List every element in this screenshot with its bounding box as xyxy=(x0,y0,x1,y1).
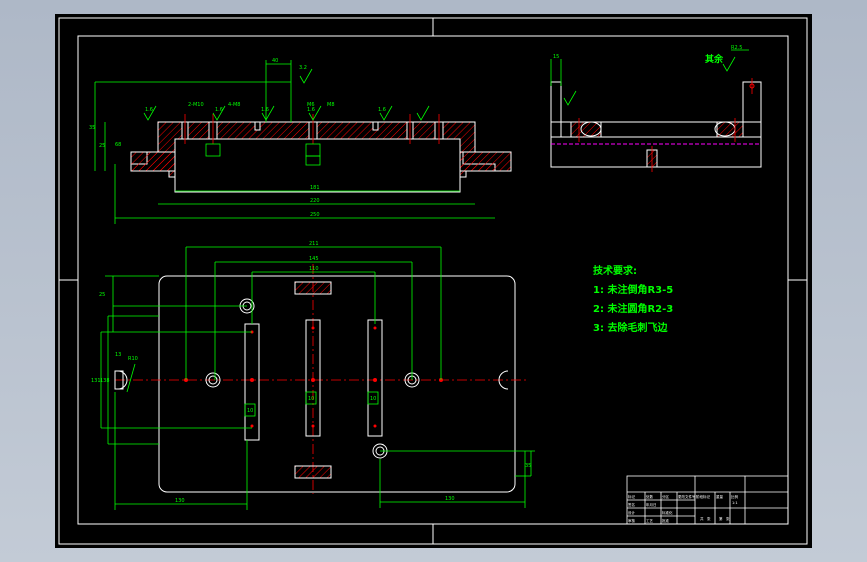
svg-text:1.6: 1.6 xyxy=(145,107,153,113)
cad-drawing: 40 3.2 1.6 1.6 1.6 1.6 1.6 181 220 250 2… xyxy=(58,17,808,545)
svg-text:张: 张 xyxy=(726,516,730,521)
side-view: 15 R2.5 其余 xyxy=(550,45,762,172)
svg-text:R10: R10 xyxy=(128,356,138,362)
svg-text:35: 35 xyxy=(89,125,95,131)
svg-text:181: 181 xyxy=(310,185,320,191)
svg-text:35: 35 xyxy=(525,463,531,469)
svg-text:130: 130 xyxy=(445,496,455,502)
plan-view: 211 145 110 25 13 R10 131 138 10 10 10 3… xyxy=(91,241,535,510)
title-block xyxy=(626,475,789,525)
svg-text:比例: 比例 xyxy=(731,494,739,499)
svg-text:250: 250 xyxy=(310,212,320,218)
svg-text:M8: M8 xyxy=(327,102,335,108)
svg-text:40: 40 xyxy=(272,58,278,64)
svg-text:15: 15 xyxy=(553,54,559,60)
svg-text:年月日: 年月日 xyxy=(646,502,657,507)
technical-requirements: 技术要求: 1: 未注倒角R3-5 2: 未注圆角R2-3 3: 去除毛刺飞边 xyxy=(593,262,673,338)
svg-text:110: 110 xyxy=(309,266,319,272)
svg-text:1.6: 1.6 xyxy=(215,107,223,113)
drawing-viewport[interactable]: 40 3.2 1.6 1.6 1.6 1.6 1.6 181 220 250 2… xyxy=(55,14,812,548)
sheet-outer-border xyxy=(58,17,808,545)
svg-text:3.2: 3.2 xyxy=(299,65,307,71)
svg-text:阶段标记: 阶段标记 xyxy=(696,494,710,499)
svg-text:145: 145 xyxy=(309,256,319,262)
svg-text:131: 131 xyxy=(91,378,101,384)
svg-text:10: 10 xyxy=(247,408,253,414)
svg-text:标准化: 标准化 xyxy=(662,510,673,515)
zone-ticks xyxy=(59,18,807,544)
front-section-view: 40 3.2 1.6 1.6 1.6 1.6 1.6 181 220 250 2… xyxy=(89,58,512,224)
svg-text:4-M8: 4-M8 xyxy=(228,102,240,108)
svg-text:共: 共 xyxy=(700,516,704,521)
svg-text:分区: 分区 xyxy=(662,494,670,499)
svg-text:130: 130 xyxy=(175,498,185,504)
svg-text:1.6: 1.6 xyxy=(261,107,269,113)
tech-req-title: 技术要求: xyxy=(593,266,637,277)
svg-text:68: 68 xyxy=(115,142,121,148)
svg-text:设计: 设计 xyxy=(628,510,636,515)
svg-text:更改文件号: 更改文件号 xyxy=(678,494,696,499)
svg-text:处数: 处数 xyxy=(646,494,654,499)
svg-text:10: 10 xyxy=(370,396,376,402)
tech-req-item: 1: 未注倒角R3-5 xyxy=(593,285,674,296)
svg-text:M6: M6 xyxy=(307,102,315,108)
title-block-text: 标记 处数 分区 更改文件号 签名 年月日 设计 标准化 阶段标记 重量 比例 … xyxy=(628,494,739,523)
svg-text:其余: 其余 xyxy=(705,53,724,65)
svg-text:审核: 审核 xyxy=(628,518,636,523)
svg-text:标记: 标记 xyxy=(628,494,636,499)
svg-text:签名: 签名 xyxy=(628,502,635,507)
svg-text:1:1: 1:1 xyxy=(732,501,738,505)
svg-text:张: 张 xyxy=(707,516,711,521)
svg-text:工艺: 工艺 xyxy=(646,518,654,523)
svg-text:2-M10: 2-M10 xyxy=(188,102,204,108)
svg-text:第: 第 xyxy=(719,516,723,521)
tech-req-item: 2: 未注圆角R2-3 xyxy=(593,304,674,315)
tech-req-item: 3: 去除毛刺飞边 xyxy=(593,323,668,334)
svg-text:138: 138 xyxy=(100,378,110,384)
svg-text:1.6: 1.6 xyxy=(378,107,386,113)
svg-text:重量: 重量 xyxy=(716,494,724,499)
svg-text:25: 25 xyxy=(99,292,105,298)
svg-text:10: 10 xyxy=(308,396,314,402)
svg-text:1.6: 1.6 xyxy=(307,107,315,113)
svg-text:R2.5: R2.5 xyxy=(731,45,742,51)
svg-text:13: 13 xyxy=(115,352,121,358)
svg-text:220: 220 xyxy=(310,198,320,204)
svg-text:批准: 批准 xyxy=(662,518,670,523)
svg-text:211: 211 xyxy=(309,241,319,247)
svg-text:25: 25 xyxy=(99,143,105,149)
